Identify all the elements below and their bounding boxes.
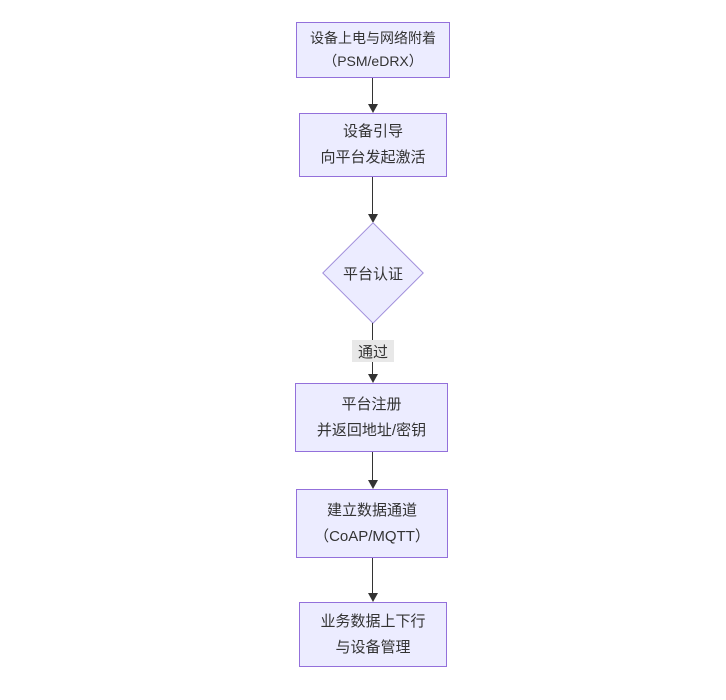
node-platform-register: 平台注册 并返回地址/密钥 xyxy=(295,383,448,452)
edge-line xyxy=(372,78,373,104)
node-label-line: 并返回地址/密钥 xyxy=(316,421,427,439)
node-label-line: 平台注册 xyxy=(341,395,402,413)
node-device-power-attach: 设备上电与网络附着 （PSM/eDRX） xyxy=(296,22,450,78)
arrowhead-icon xyxy=(368,104,378,113)
edge-line xyxy=(372,558,373,594)
arrowhead-icon xyxy=(368,480,378,489)
node-label-line: 设备引导 xyxy=(342,123,403,140)
node-label-line: 设备上电与网络附着 xyxy=(310,30,436,46)
node-label-line: 业务数据上下行 xyxy=(320,612,426,630)
arrowhead-icon xyxy=(368,593,378,602)
node-business-data-mgmt: 业务数据上下行 与设备管理 xyxy=(299,602,447,667)
edge-label-pass: 通过 xyxy=(352,340,394,362)
arrowhead-icon xyxy=(368,214,378,223)
node-label-line: 向平台发起激活 xyxy=(320,149,426,166)
node-data-channel: 建立数据通道 （CoAP/MQTT） xyxy=(296,489,448,558)
node-label-line: 与设备管理 xyxy=(335,638,411,656)
node-label-line: 建立数据通道 xyxy=(326,501,417,519)
node-device-bootstrap: 设备引导 向平台发起激活 xyxy=(299,113,447,177)
node-label-line: （CoAP/MQTT） xyxy=(314,527,430,545)
node-label-line: 平台认证 xyxy=(342,265,403,283)
node-label-line: （PSM/eDRX） xyxy=(323,53,423,69)
arrowhead-icon xyxy=(368,374,378,383)
edge-line xyxy=(372,177,373,215)
edge-line xyxy=(372,452,373,481)
